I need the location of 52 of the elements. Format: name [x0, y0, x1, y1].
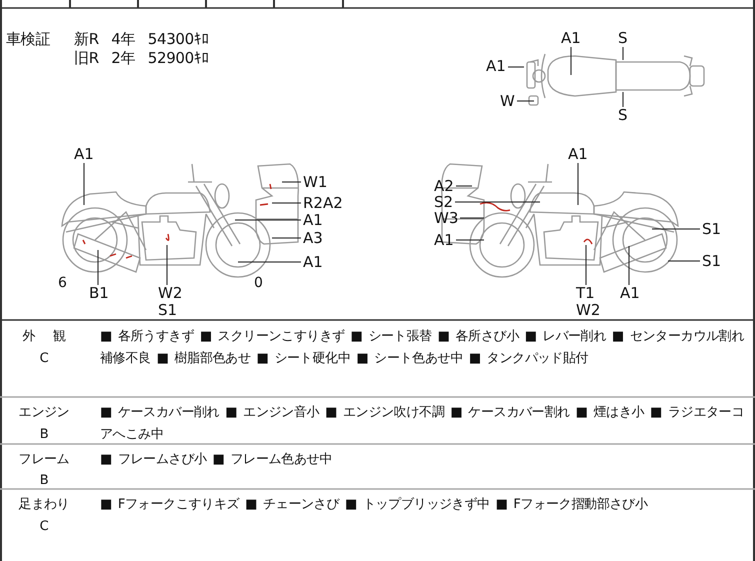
leader-line — [272, 202, 302, 204]
leader-line — [508, 66, 524, 68]
leader-line — [628, 246, 630, 286]
leader-line — [622, 46, 624, 60]
callout-code: A1 — [561, 30, 581, 47]
callout-number: 0 — [254, 275, 263, 292]
callout-code: A1 — [434, 232, 454, 249]
callout-code: B1 — [89, 285, 109, 302]
motorcycle-top-view-drawing — [526, 54, 705, 106]
callout-code: R2A2 — [303, 195, 343, 212]
grade-text: B — [38, 426, 50, 444]
leader-line — [622, 92, 624, 108]
mileage-text: 旧R 2年 52900ｷﾛ — [74, 48, 210, 69]
callout-code: A1 — [303, 254, 323, 271]
grade-text: C — [38, 350, 50, 368]
callout-code: W1 — [303, 174, 328, 191]
remarks-text: ■ 各所うすきず ■ スクリーンこすりきず ■ シート張替 ■ 各所さび小 ■ レバー削れ ■ センターカウル割れ補修不良 ■ 樹脂部色あせ ■ シート硬化中 ■ シート色あせ中 ■ タンクパッド貼付 — [100, 328, 745, 368]
category-name: エンジン — [18, 404, 70, 422]
leader-line — [652, 228, 700, 230]
callout-code: W2 — [158, 285, 182, 302]
callout-code: A1 — [486, 58, 506, 75]
mileage-text: 新R 4年 54300ｷﾛ — [74, 29, 210, 50]
callout-code: A1 — [303, 212, 323, 229]
callout-code: A3 — [303, 230, 323, 247]
grade-text: B — [38, 472, 50, 490]
callout-code: W2 — [576, 302, 600, 319]
leader-line — [516, 100, 534, 102]
remarks-text: ■ ケースカバー削れ ■ エンジン音小 ■ エンジン吹け不調 ■ ケースカバー割れ ■ 煙はき小 ■ ラジエターコアへこみ中 — [100, 404, 745, 444]
vehicle-inspection-label: 車検証 — [6, 29, 50, 50]
category-name: 外 観 — [21, 328, 67, 346]
callout-code: S1 — [702, 221, 722, 238]
callout-code: S1 — [702, 253, 722, 270]
motorcycle-drawing — [61, 163, 299, 278]
leader-line — [668, 260, 700, 262]
category-name: 足まわり — [18, 496, 70, 514]
callout-code: T1 — [576, 285, 596, 302]
callout-code: A1 — [568, 146, 588, 163]
category-name: フレーム — [18, 451, 70, 469]
callout-code: S1 — [158, 302, 178, 319]
callout-number: 6 — [58, 275, 67, 292]
callout-code: S2 — [434, 194, 454, 211]
callout-code: W3 — [434, 210, 458, 227]
leader-line — [166, 244, 168, 286]
callout-code: W — [500, 93, 515, 110]
remarks-text: ■ Fフォークこすりキズ ■ チェーンさび ■ トップブリッジきず中 ■ Fフォーク摺動部さび小 — [100, 496, 649, 514]
callout-code: S — [618, 107, 628, 124]
callout-code: A2 — [434, 178, 454, 195]
callout-code: A1 — [620, 285, 640, 302]
callout-code: A1 — [74, 146, 94, 163]
callout-code: S — [618, 30, 628, 47]
grade-text: C — [38, 518, 50, 536]
remarks-text: ■ フレームさび小 ■ フレーム色あせ中 — [100, 451, 333, 469]
